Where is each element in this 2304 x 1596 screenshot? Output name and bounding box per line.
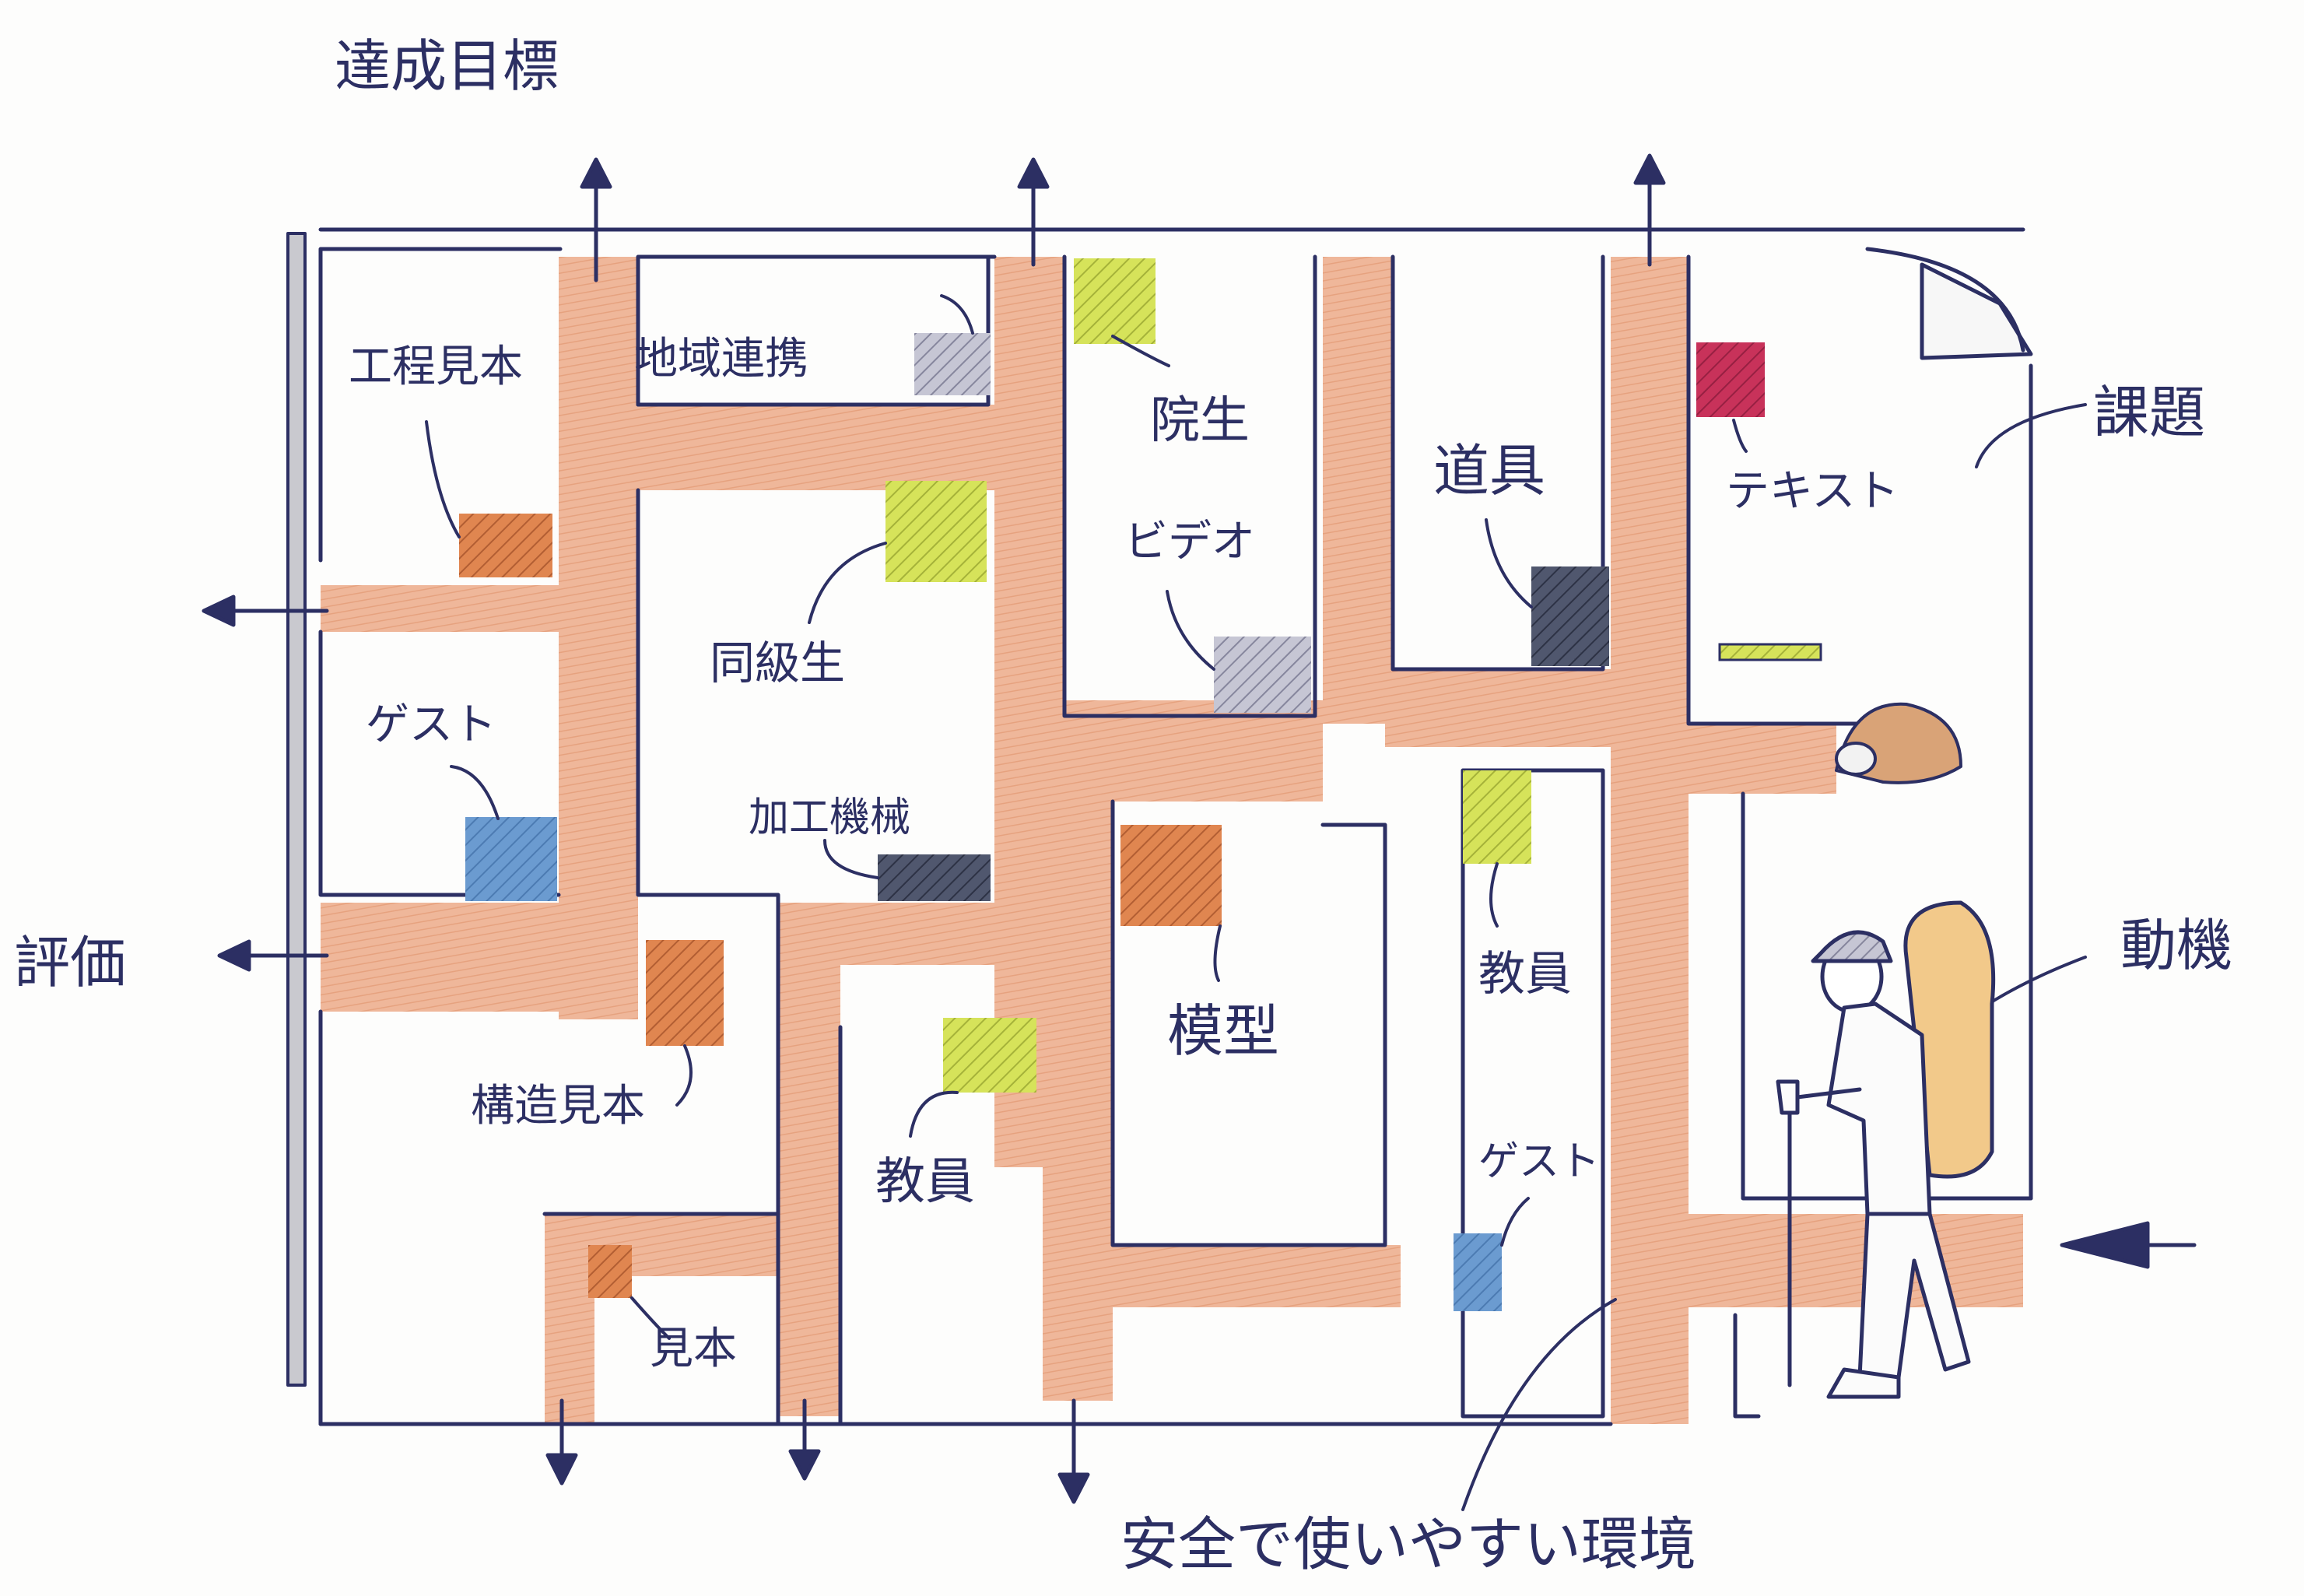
maze-walls — [318, 227, 2033, 1426]
label-structure-sample: 構造見本 — [471, 1081, 645, 1131]
arrow-down-3 — [1057, 1398, 1090, 1504]
path-segment — [1611, 257, 1689, 1424]
block-grad-student — [1074, 258, 1156, 344]
label-goal: 達成目標 — [335, 33, 559, 99]
block-tools — [1531, 566, 1609, 666]
hiker-with-backpack-icon — [1776, 900, 1996, 1399]
block-teacher-right — [1463, 770, 1531, 864]
block-model — [1120, 825, 1222, 926]
path-segment — [1385, 669, 1634, 747]
path-corridors — [321, 257, 2023, 1424]
label-process-sample: 工程見本 — [349, 342, 523, 392]
outer-wall-left — [286, 232, 307, 1387]
direction-arrows — [202, 153, 2197, 1504]
label-machines: 加工機械 — [749, 794, 910, 841]
path-segment — [321, 903, 636, 1012]
label-guest-left: ゲスト — [366, 700, 496, 750]
label-grad-student: 院生 — [1150, 392, 1250, 450]
label-assignment: 課題 — [2093, 380, 2205, 445]
path-segment — [778, 903, 840, 1416]
block-classmates — [885, 481, 987, 582]
path-segment — [1323, 257, 1393, 724]
label-tools: 道具 — [1433, 438, 1545, 503]
label-video: ビデオ — [1124, 517, 1255, 567]
resource-blocks — [459, 258, 1822, 1311]
label-text: テキスト — [1726, 466, 1899, 517]
block-text — [1696, 342, 1765, 417]
label-model: 模型 — [1167, 998, 1279, 1064]
boulder-icon — [1835, 702, 1962, 784]
arrow-left-entry — [2060, 1221, 2197, 1269]
label-environment: 安全で使いやすい環境 — [1120, 1511, 1696, 1578]
arrow-down-1 — [545, 1398, 578, 1486]
path-segment — [559, 405, 1002, 490]
arrow-left-1 — [202, 595, 329, 627]
path-segment — [321, 585, 636, 632]
label-teacher-bottom: 教員 — [875, 1153, 975, 1211]
label-classmates: 同級生 — [710, 637, 845, 689]
arrow-up-1 — [580, 157, 612, 282]
block-teacher-bottom — [943, 1018, 1036, 1093]
block-process-sample — [459, 514, 552, 577]
path-segment — [1043, 1245, 1401, 1307]
label-guest-right: ゲスト — [1478, 1138, 1600, 1185]
path-segment — [1681, 1214, 2023, 1307]
label-sample: 見本 — [650, 1324, 737, 1374]
path-segment — [545, 1214, 594, 1424]
arrow-left-2 — [217, 939, 329, 972]
arrow-up-2 — [1017, 157, 1050, 267]
leader-lines — [425, 294, 2087, 1511]
arrow-up-3 — [1633, 153, 1666, 267]
block-striped-bar — [1718, 643, 1822, 661]
block-regional-collab — [914, 333, 991, 395]
block-machines — [878, 854, 991, 901]
block-sample — [588, 1245, 632, 1298]
labels: 達成目標 評価 課題 動機 安全で使いやすい環境 工程見本 地域連携 院生 ビデ… — [14, 33, 2232, 1578]
label-teacher-right: 教員 — [1478, 947, 1572, 1001]
label-motivation: 動機 — [2120, 913, 2232, 978]
path-segment — [559, 257, 638, 1019]
label-evaluation: 評価 — [14, 930, 126, 995]
block-guest-right — [1454, 1233, 1502, 1311]
arrow-down-2 — [788, 1398, 821, 1481]
block-guest-left — [465, 817, 557, 901]
block-video — [1214, 637, 1311, 713]
page-curl-icon — [1865, 247, 2033, 360]
path-segment — [1681, 724, 1836, 794]
block-structure-sample — [646, 940, 724, 1046]
label-regional-collab: 地域連携 — [634, 334, 808, 384]
